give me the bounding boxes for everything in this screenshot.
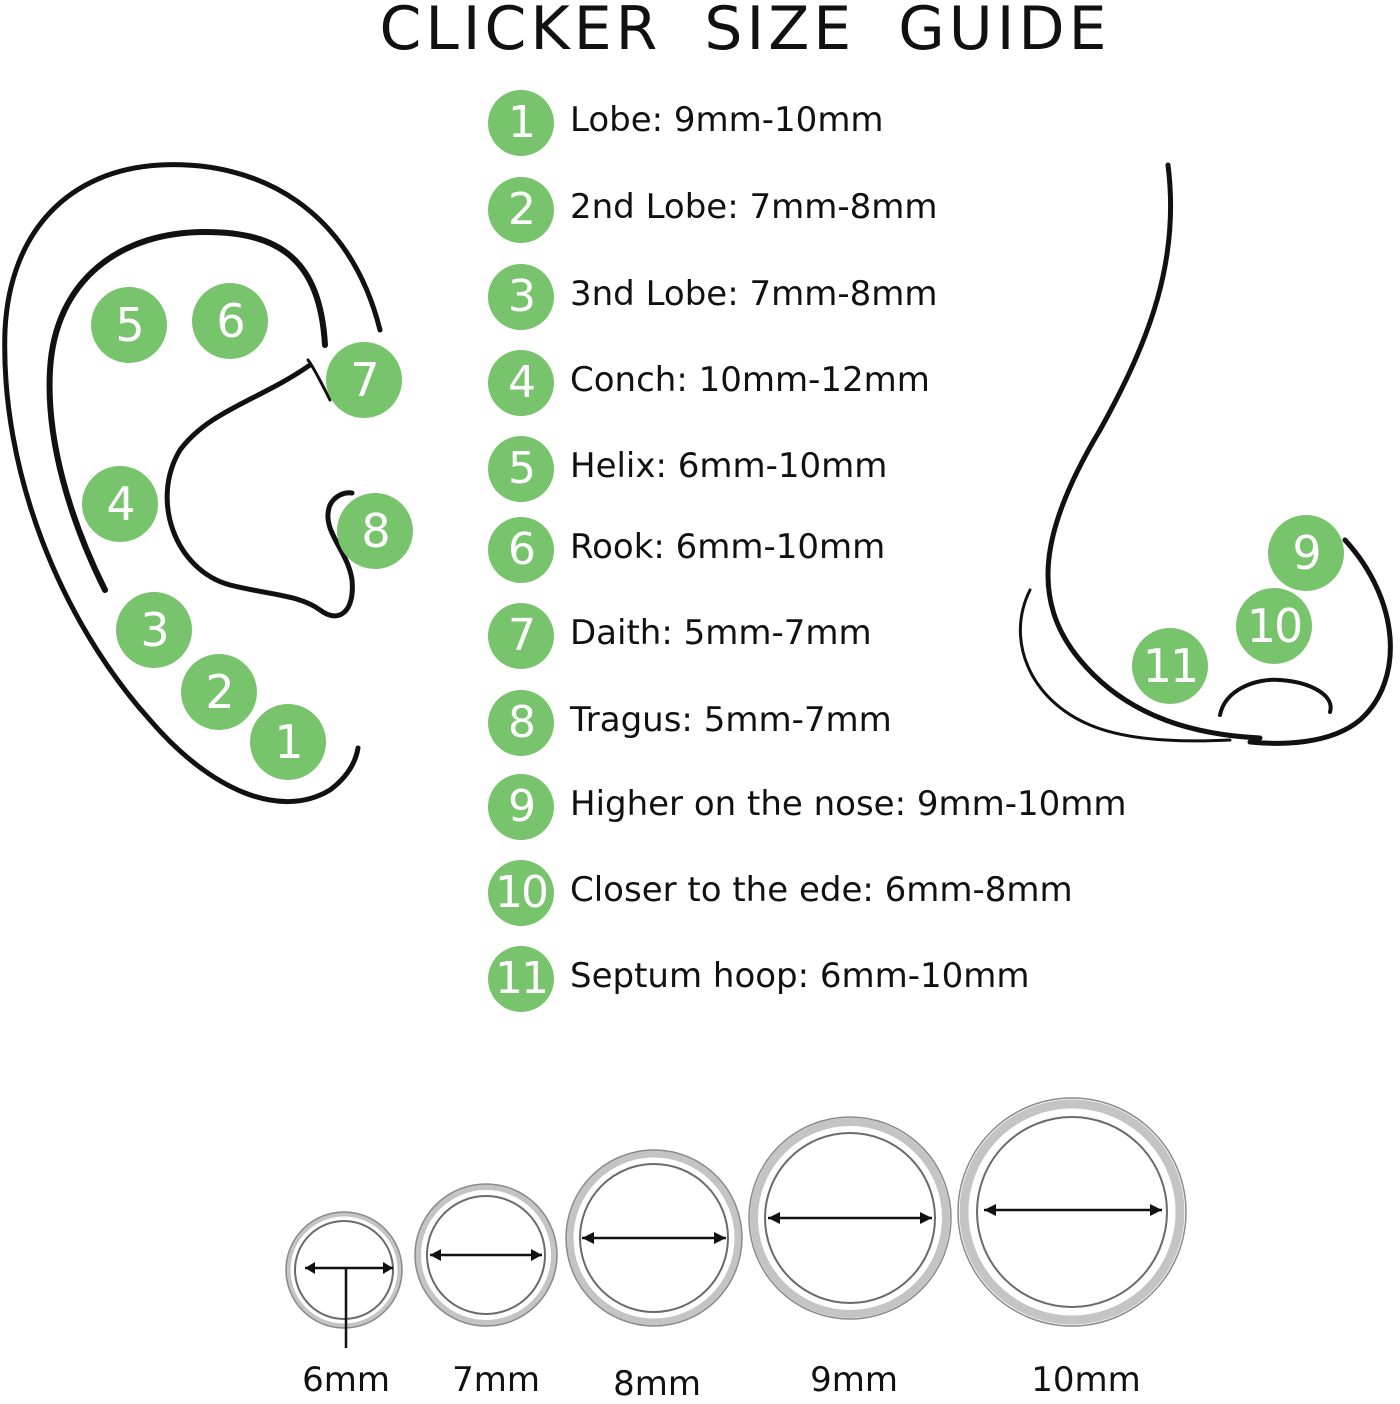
ear-concha <box>164 362 355 619</box>
ear-marker-7: 7 <box>326 342 402 418</box>
legend-text: Rook: 6mm-10mm <box>570 527 886 567</box>
legend-item: 2 2nd Lobe: 7mm-8mm <box>488 177 1188 243</box>
legend-text: Helix: 6mm-10mm <box>570 446 888 486</box>
legend-text: 2nd Lobe: 7mm-8mm <box>570 187 938 227</box>
legend-badge: 10 <box>488 860 554 926</box>
legend-item: 7 Daith: 5mm-7mm <box>488 603 1188 669</box>
legend-text: Conch: 10mm-12mm <box>570 360 930 400</box>
legend-item: 11 Septum hoop: 6mm-10mm <box>488 946 1188 1012</box>
legend-text: Daith: 5mm-7mm <box>570 613 872 653</box>
legend-item: 8 Tragus: 5mm-7mm <box>488 690 1188 756</box>
nose-marker-10: 10 <box>1236 588 1312 664</box>
legend-text: 3nd Lobe: 7mm-8mm <box>570 274 938 314</box>
legend-badge: 8 <box>488 690 554 756</box>
ring-size-label: 6mm <box>302 1360 390 1400</box>
legend-badge: 2 <box>488 177 554 243</box>
nose-bridge <box>1045 162 1263 741</box>
ring-size-label: 7mm <box>452 1360 540 1400</box>
legend-text: Lobe: 9mm-10mm <box>570 100 884 140</box>
legend-text: Higher on the nose: 9mm-10mm <box>570 784 1127 824</box>
legend-text: Closer to the ede: 6mm-8mm <box>570 870 1073 910</box>
nose-tip <box>1247 537 1393 746</box>
legend-item: 3 3nd Lobe: 7mm-8mm <box>488 264 1188 330</box>
nose-marker-11: 11 <box>1132 628 1208 704</box>
legend-badge: 11 <box>488 946 554 1012</box>
legend-badge: 1 <box>488 90 554 156</box>
legend-item: 5 Helix: 6mm-10mm <box>488 436 1188 502</box>
ear-inner-rim <box>46 228 328 593</box>
ear-marker-6: 6 <box>192 283 268 359</box>
ear-outline <box>2 162 383 805</box>
ring-7mm <box>414 1183 558 1327</box>
nostril <box>1218 677 1333 717</box>
legend-badge: 9 <box>488 774 554 840</box>
ring-size-label: 8mm <box>613 1364 701 1404</box>
ring-8mm <box>565 1149 743 1327</box>
ring-6mm <box>285 1211 403 1348</box>
legend-badge: 5 <box>488 436 554 502</box>
ring-9mm <box>748 1116 952 1320</box>
legend-badge: 3 <box>488 264 554 330</box>
legend-item: 6 Rook: 6mm-10mm <box>488 517 1188 583</box>
legend-item: 1 Lobe: 9mm-10mm <box>488 90 1188 156</box>
ear-marker-2: 2 <box>181 654 257 730</box>
legend-item: 4 Conch: 10mm-12mm <box>488 350 1188 416</box>
legend-item: 9 Higher on the nose: 9mm-10mm <box>488 774 1188 840</box>
ear-marker-3: 3 <box>116 592 192 668</box>
legend-item: 10 Closer to the ede: 6mm-8mm <box>488 860 1188 926</box>
ring-10mm <box>957 1097 1187 1327</box>
legend-text: Tragus: 5mm-7mm <box>570 700 892 740</box>
ear-marker-1: 1 <box>250 704 326 780</box>
nose-ala <box>1018 588 1232 743</box>
nose-marker-9: 9 <box>1268 515 1344 591</box>
legend-badge: 6 <box>488 517 554 583</box>
legend-badge: 7 <box>488 603 554 669</box>
ear-marker-5: 5 <box>91 287 167 363</box>
ear-daith-line <box>306 358 332 402</box>
ring-size-label: 9mm <box>810 1360 898 1400</box>
ear-marker-8: 8 <box>337 493 413 569</box>
ear-marker-4: 4 <box>82 466 158 542</box>
legend-badge: 4 <box>488 350 554 416</box>
legend-text: Septum hoop: 6mm-10mm <box>570 956 1030 996</box>
ring-size-label: 10mm <box>1031 1360 1141 1400</box>
page-title: CLICKER SIZE GUIDE <box>379 0 1111 64</box>
